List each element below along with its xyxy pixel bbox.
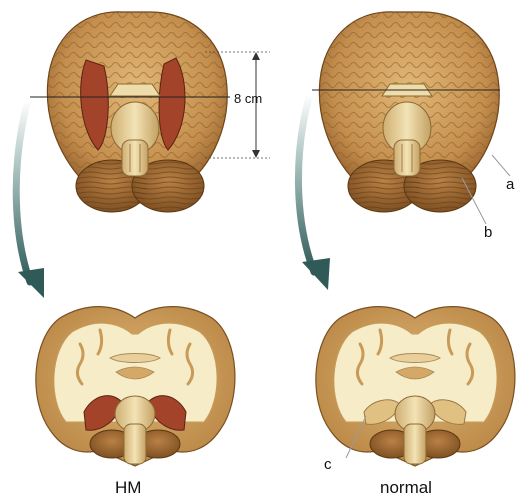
callout-label-a: a [506, 176, 514, 193]
hm-coronal-section [36, 307, 235, 466]
normal-brain-underside [319, 12, 499, 212]
normal-coronal-section [316, 307, 515, 466]
callout-label-b: b [484, 224, 492, 241]
panel-label-normal: normal [380, 478, 432, 498]
callout-label-c: c [324, 456, 332, 473]
hm-transition-arrow [16, 100, 44, 298]
panel-label-hm: HM [115, 478, 141, 498]
callout-a-line [492, 155, 510, 176]
hm-brain-underside [47, 12, 227, 212]
measurement-label: 8 cm [234, 91, 262, 106]
